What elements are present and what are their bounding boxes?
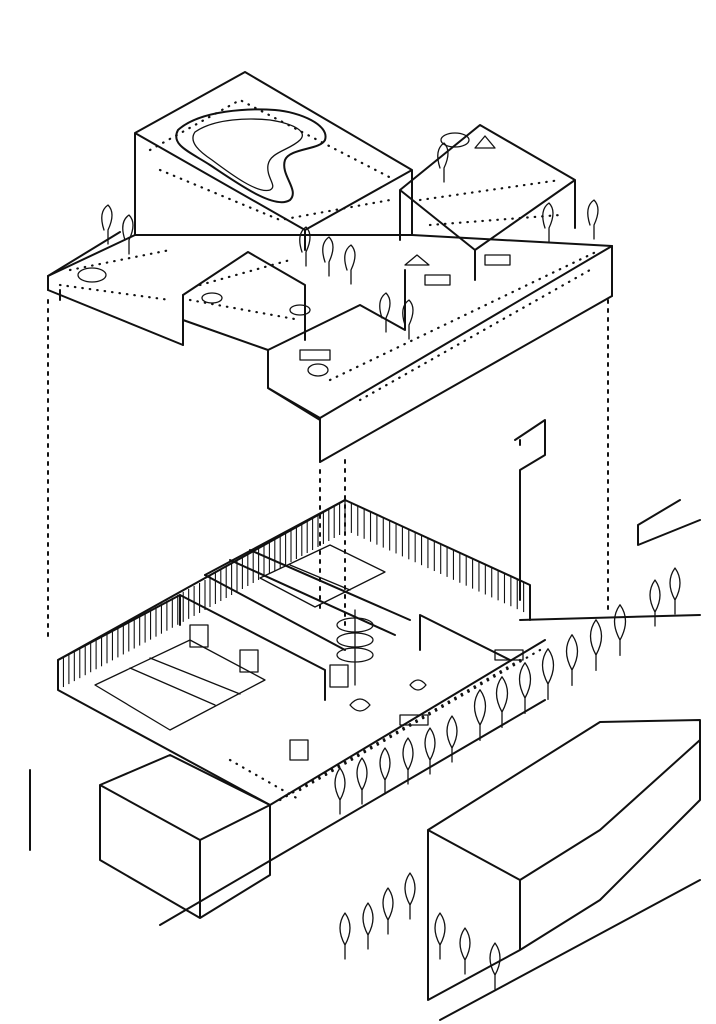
slab-strip xyxy=(419,614,511,661)
mid-terrace-edge xyxy=(267,269,406,351)
courtyard-stipple xyxy=(228,648,542,802)
kiosk xyxy=(289,739,309,761)
tree xyxy=(402,737,414,785)
tree xyxy=(437,142,449,183)
tree xyxy=(459,927,471,975)
building-right-top xyxy=(514,419,546,601)
hatched-wall-left xyxy=(57,580,206,690)
roof-slab-outline xyxy=(47,234,613,463)
roof-stipple-a xyxy=(148,98,397,182)
roof-trees xyxy=(101,142,599,340)
tree xyxy=(587,199,599,240)
street-edge-right xyxy=(519,614,701,621)
slab-strip xyxy=(229,549,411,636)
courtyard-objects xyxy=(189,624,524,761)
roof-stipple-d xyxy=(188,258,302,322)
tree xyxy=(589,619,603,672)
bench xyxy=(484,254,511,266)
right-roof-block xyxy=(399,124,576,281)
tree xyxy=(542,202,554,243)
roof-uprights xyxy=(59,289,521,446)
roof-terraces-volume xyxy=(47,71,613,463)
tree xyxy=(379,747,391,795)
tree xyxy=(299,226,311,267)
tree xyxy=(382,887,394,935)
roof-furniture xyxy=(77,132,511,377)
tree xyxy=(379,292,391,333)
play-figure xyxy=(409,679,427,691)
tree xyxy=(669,567,681,615)
tree xyxy=(489,942,501,990)
planter xyxy=(307,363,329,377)
tree xyxy=(402,299,414,340)
sports-court-right xyxy=(259,544,386,608)
tree xyxy=(344,244,356,285)
umbrella xyxy=(474,135,496,149)
roof-stipple-f xyxy=(328,248,602,402)
tree xyxy=(518,662,532,715)
tree xyxy=(404,872,416,920)
tree xyxy=(495,676,509,729)
planter xyxy=(201,292,223,304)
tree xyxy=(322,236,334,277)
roof-stipple-e xyxy=(418,178,562,227)
building-right-front xyxy=(427,719,701,1001)
kiosk xyxy=(329,664,349,688)
spiral-stair xyxy=(336,609,374,686)
roof-slab-front-edge xyxy=(47,245,613,419)
street-edge xyxy=(159,699,701,1021)
roof-slab-thickness xyxy=(319,245,613,463)
tall-roof-block xyxy=(134,71,413,251)
courtyard-inner-edge xyxy=(57,499,346,661)
left-step-block xyxy=(47,231,306,341)
play-figure xyxy=(349,698,371,712)
tree xyxy=(356,757,368,805)
tree xyxy=(362,902,374,950)
tree xyxy=(434,912,446,960)
tree xyxy=(649,579,661,627)
courtyard-trees xyxy=(334,604,627,815)
ground-floor-courtyard xyxy=(57,499,627,815)
bench xyxy=(299,349,331,361)
sports-court-left xyxy=(94,639,266,731)
tree xyxy=(473,689,487,742)
tree xyxy=(339,912,351,960)
tree xyxy=(541,648,555,701)
bench xyxy=(424,274,451,286)
planter xyxy=(289,304,311,316)
hatched-wall-back xyxy=(209,500,531,615)
surrounding-buildings xyxy=(29,419,701,1021)
tree xyxy=(334,767,346,815)
tree xyxy=(101,204,113,245)
building-far-right xyxy=(637,499,701,546)
planter xyxy=(77,267,107,283)
tree xyxy=(565,634,579,687)
kiosk xyxy=(239,649,259,673)
projection-lines xyxy=(47,299,609,641)
bench xyxy=(494,649,524,661)
slab-strip xyxy=(179,574,346,701)
roof-winding-path-inner xyxy=(192,118,303,192)
umbrella xyxy=(404,254,430,266)
street-trees xyxy=(339,567,681,990)
planter xyxy=(440,132,470,148)
building-left-front xyxy=(29,754,271,919)
tree xyxy=(122,214,134,255)
kiosk xyxy=(189,624,209,648)
tree xyxy=(613,604,627,657)
roof-winding-path xyxy=(175,108,327,204)
bench xyxy=(399,714,429,726)
